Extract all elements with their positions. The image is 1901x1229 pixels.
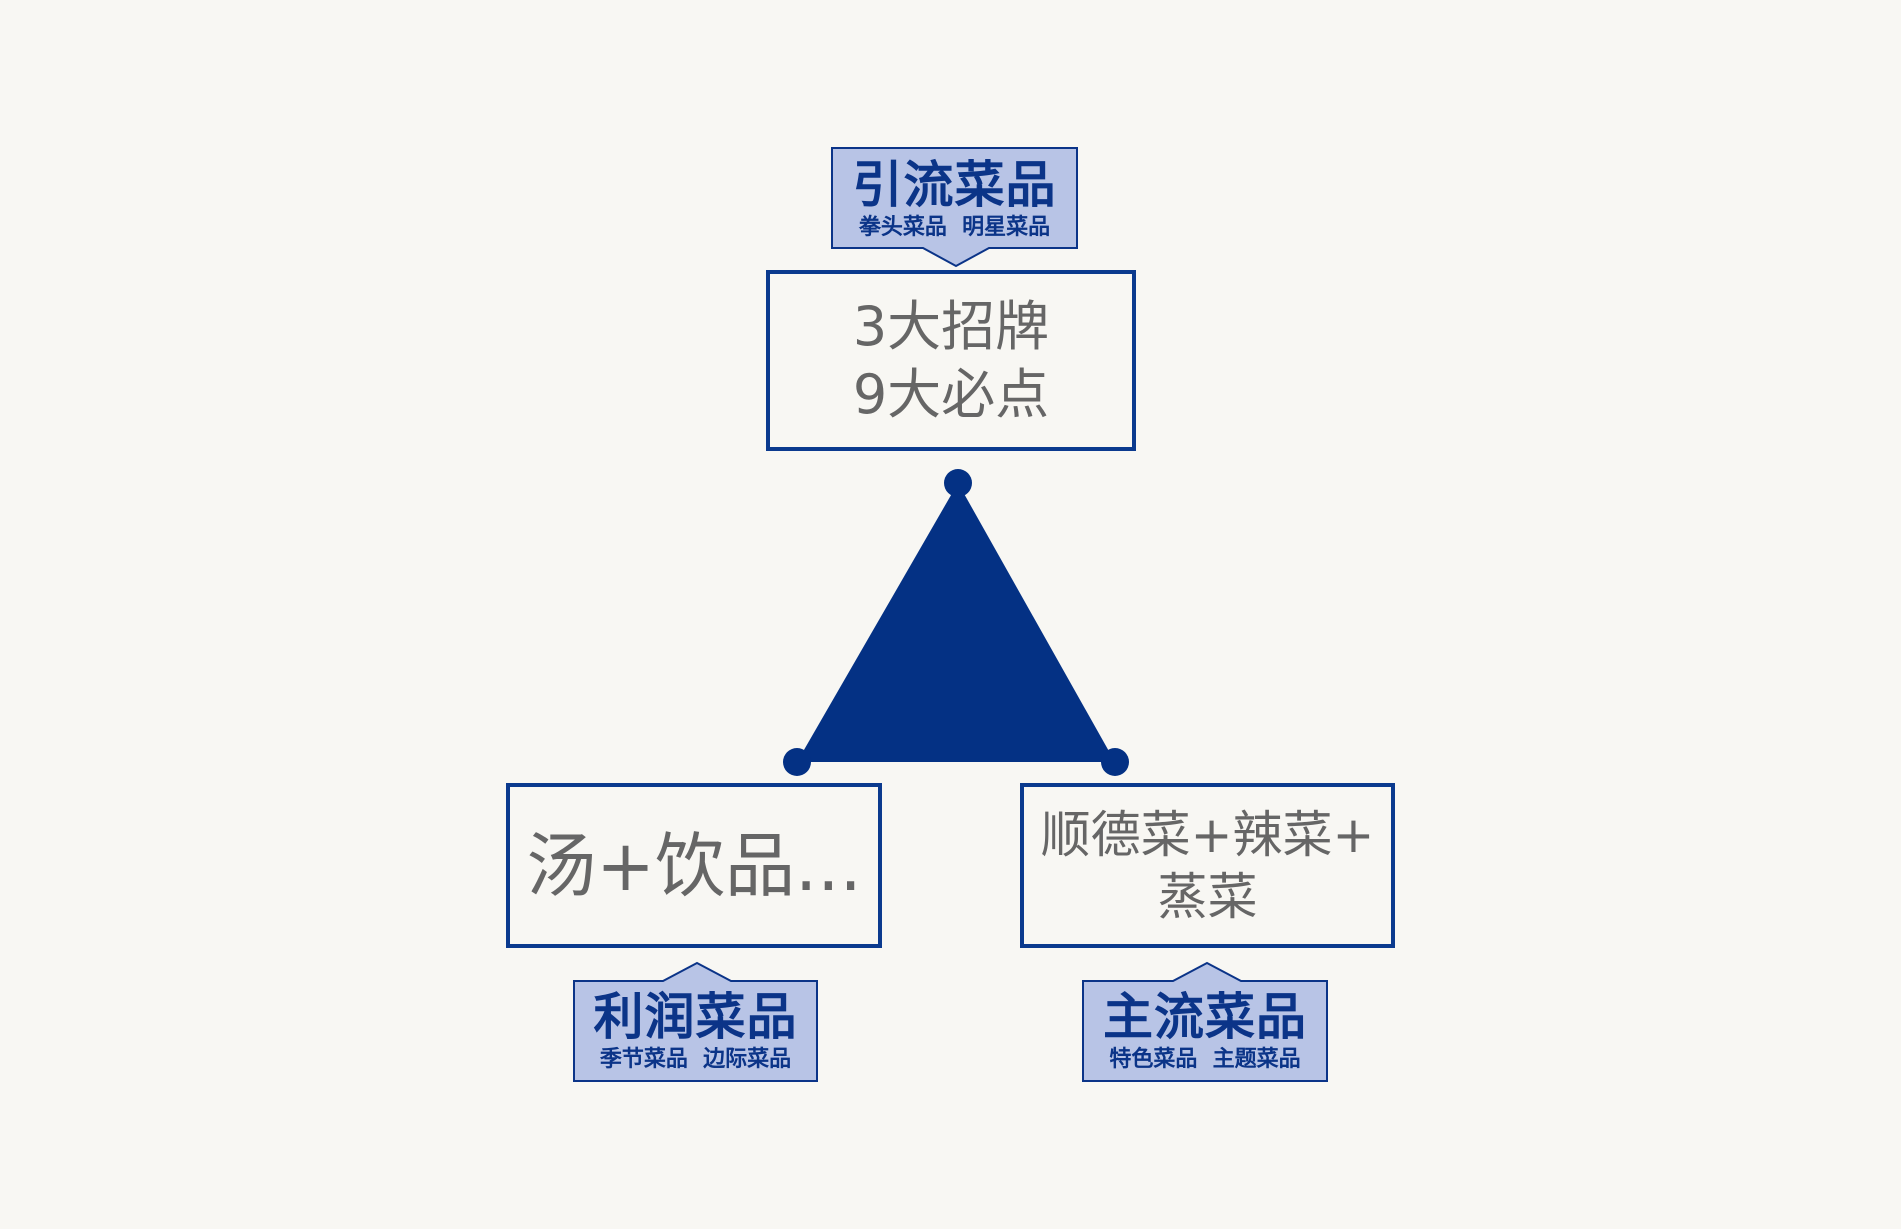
box-right-line1: 顺德菜+辣菜+ (1040, 805, 1375, 864)
triangle-vertex-left (783, 748, 811, 776)
tag-top-subtitle: 拳头菜品 明星菜品 (858, 215, 1051, 240)
box-right: 顺德菜+辣菜+ 蒸菜 (1020, 783, 1395, 948)
box-left: 汤+饮品... (506, 783, 882, 948)
tag-top-title: 引流菜品 (852, 156, 1057, 214)
tag-left: 利润菜品 季节菜品 边际菜品 (574, 981, 817, 1081)
center-triangle (797, 483, 1115, 762)
box-top-line2: 9大必点 (852, 362, 1050, 426)
tag-right-title: 主流菜品 (1103, 988, 1307, 1046)
triangle-vertex-right (1101, 748, 1129, 776)
tag-left-shape (573, 961, 818, 1082)
box-top: 3大招牌 9大必点 (766, 270, 1136, 451)
tag-right-subtitle: 特色菜品 主题菜品 (1109, 1047, 1301, 1072)
box-left-text: 汤+饮品... (526, 824, 862, 907)
triangle-vertex-top (944, 469, 972, 497)
tag-top-shape (831, 147, 1078, 268)
tag-right-shape (1082, 961, 1328, 1082)
tag-left-subtitle: 季节菜品 边际菜品 (599, 1047, 792, 1072)
box-right-line2: 蒸菜 (1157, 867, 1258, 926)
tag-left-title: 利润菜品 (593, 988, 798, 1046)
tag-right: 主流菜品 特色菜品 主题菜品 (1083, 981, 1327, 1081)
box-top-line1: 3大招牌 (852, 294, 1050, 358)
tag-top: 引流菜品 拳头菜品 明星菜品 (832, 148, 1077, 250)
